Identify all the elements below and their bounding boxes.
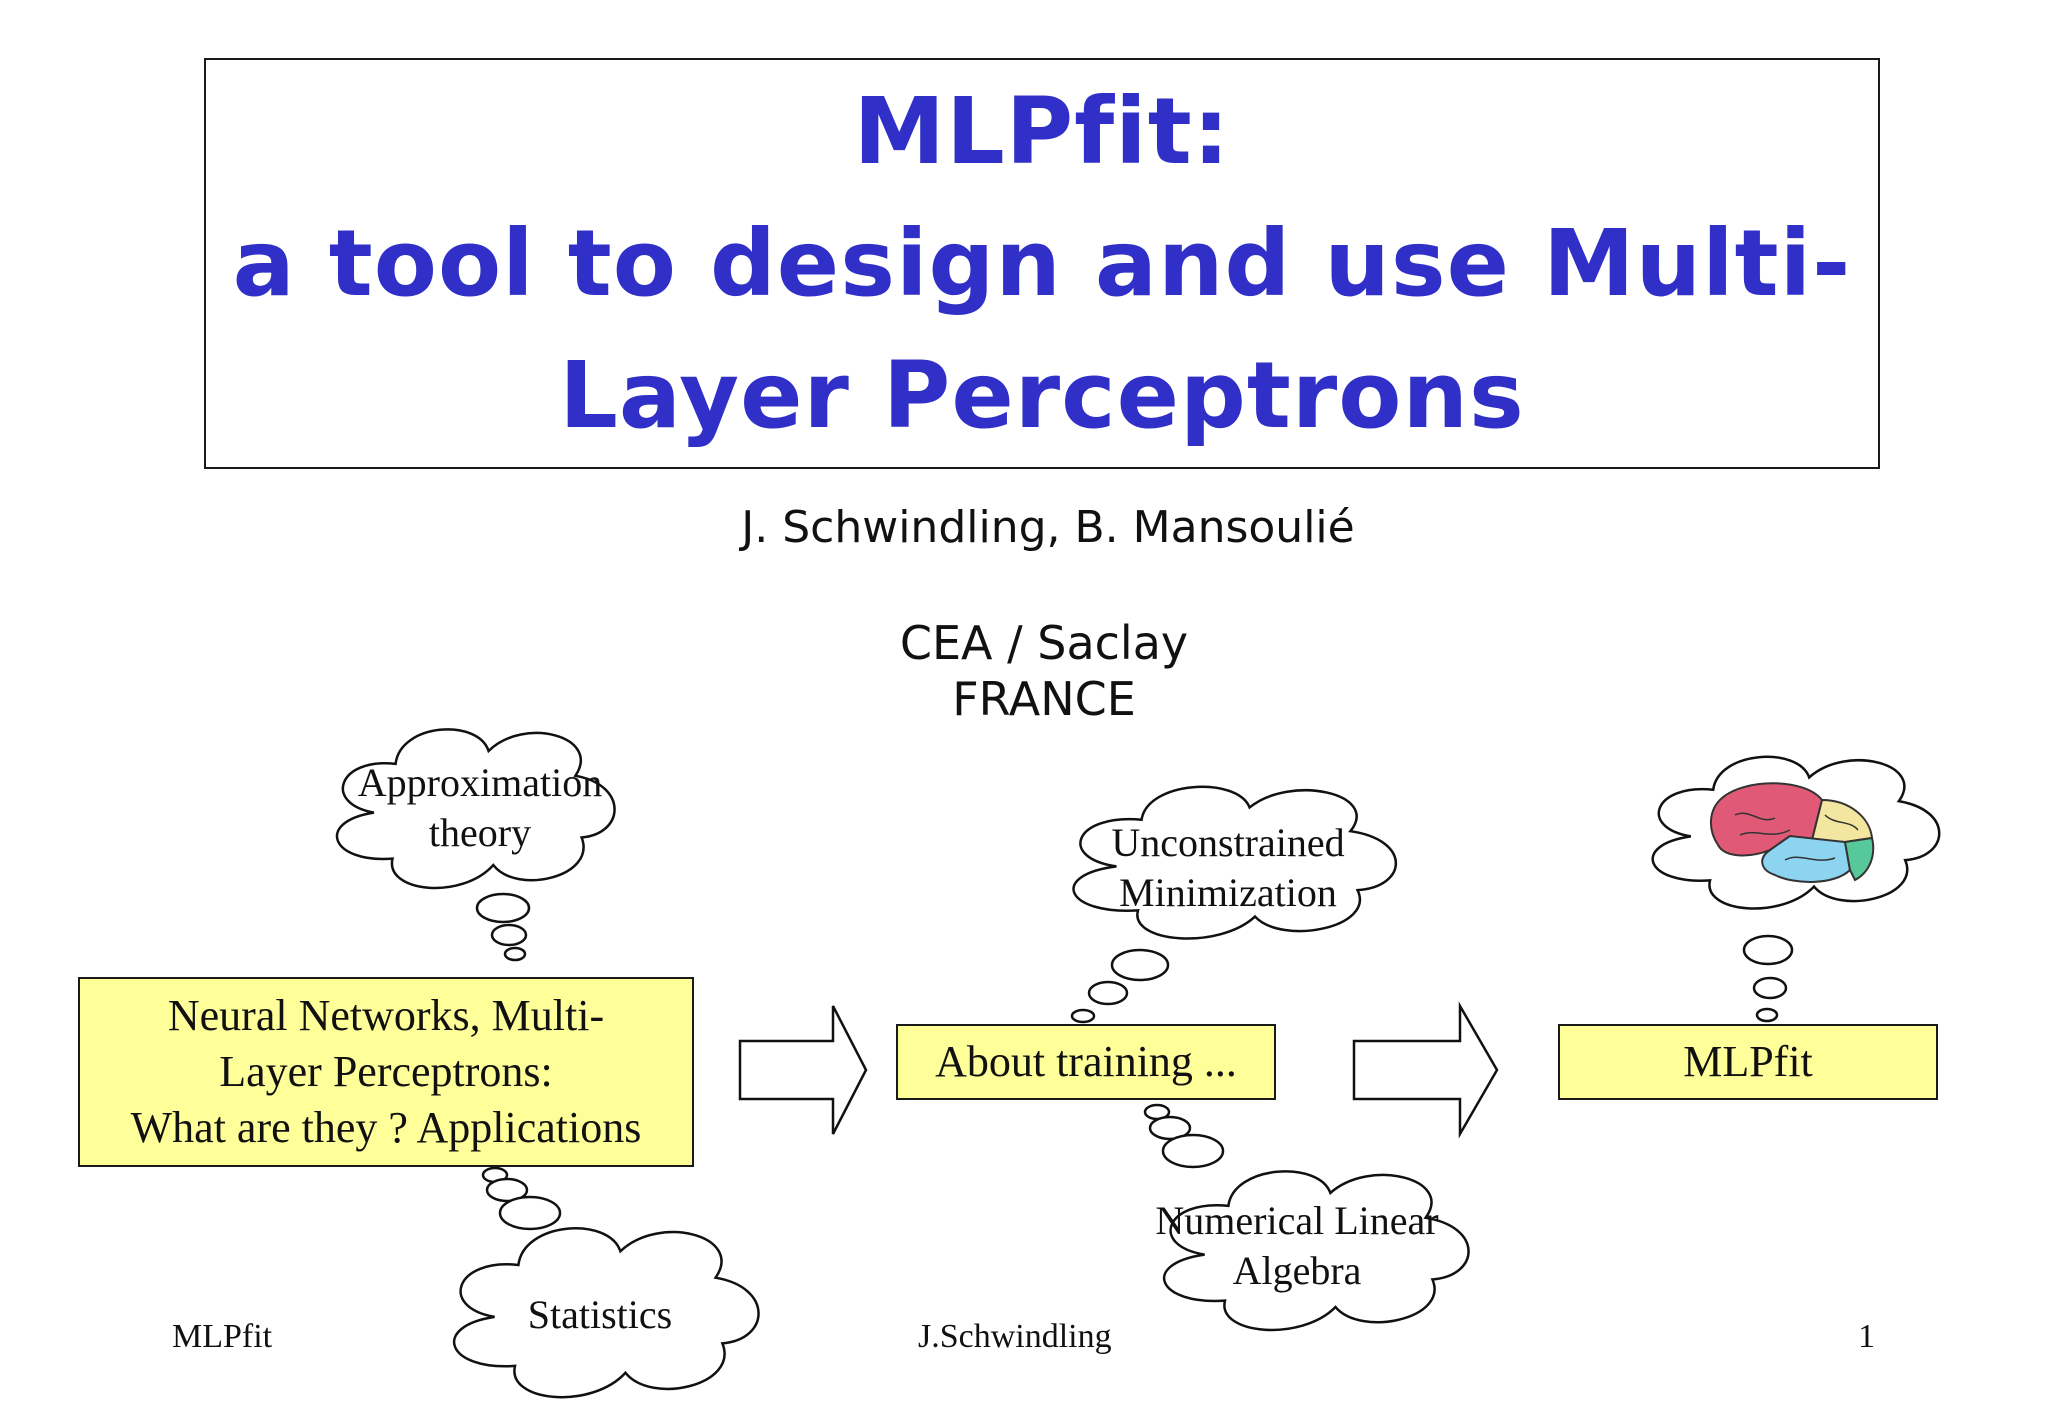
cloud-approximation-line-2: theory: [428, 810, 532, 855]
arrow-right-1-icon: [738, 1005, 868, 1135]
title-line-3: Layer Perceptrons: [559, 341, 1525, 449]
thought-bubbles-numerical: [1143, 1103, 1225, 1169]
affiliation: CEA / Saclay FRANCE: [0, 615, 2048, 727]
box-neural-networks-line-2: Layer Perceptrons:: [219, 1047, 553, 1096]
affiliation-line-2: FRANCE: [952, 672, 1136, 726]
title-line-2: a tool to design and use Multi-: [232, 209, 1852, 317]
cloud-numerical-line-2: Algebra: [1232, 1248, 1362, 1293]
thought-bubbles-approximation: [475, 892, 531, 962]
cloud-unconstrained-line-2: Minimization: [1119, 870, 1337, 915]
footer-center: J.Schwindling: [918, 1318, 1112, 1355]
box-mlpfit: MLPfit: [1558, 1024, 1938, 1100]
cloud-numerical-text: Numerical Linear Algebra: [1147, 1196, 1447, 1296]
title-box: MLPfit: a tool to design and use Multi- …: [204, 58, 1880, 469]
box-about-training: About training ...: [896, 1024, 1276, 1100]
title-line-1: MLPfit:: [853, 77, 1231, 185]
box-neural-networks: Neural Networks, Multi- Layer Perceptron…: [78, 977, 694, 1167]
thought-bubbles-unconstrained: [1070, 948, 1170, 1024]
box-neural-networks-line-3: What are they ? Applications: [130, 1103, 642, 1152]
cloud-statistics-text: Statistics: [527, 1292, 673, 1337]
brain-icon: [1710, 782, 1875, 883]
thought-bubbles-statistics: [481, 1166, 562, 1231]
page-number: 1: [1858, 1318, 1875, 1355]
cloud-numerical-line-1: Numerical Linear: [1155, 1198, 1439, 1243]
authors: J. Schwindling, B. Mansoulié: [741, 502, 1355, 553]
affiliation-line-1: CEA / Saclay: [899, 616, 1189, 670]
cloud-unconstrained-line-1: Unconstrained: [1111, 820, 1345, 865]
arrow-right-2-icon: [1352, 1001, 1499, 1139]
cloud-approximation-line-1: Approximation: [357, 760, 603, 805]
box-neural-networks-line-1: Neural Networks, Multi-: [167, 991, 605, 1040]
cloud-approximation-text: Approximation theory: [330, 758, 630, 858]
footer-left: MLPfit: [172, 1318, 273, 1355]
cloud-unconstrained-text: Unconstrained Minimization: [1078, 818, 1378, 918]
thought-bubbles-brain: [1742, 934, 1794, 1023]
